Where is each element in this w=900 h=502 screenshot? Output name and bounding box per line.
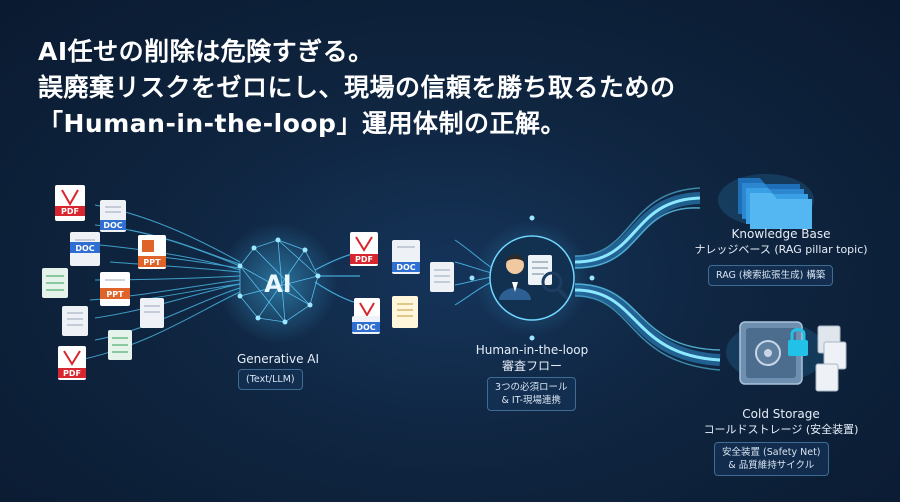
svg-text:PDF: PDF: [355, 255, 373, 264]
svg-text:PDF: PDF: [63, 369, 81, 378]
doc-file-icon: DOC: [100, 200, 126, 232]
pdf-doc-icon: PDF: [350, 232, 378, 266]
review-document-icon: [528, 255, 552, 285]
doc-file-icon: [430, 262, 454, 292]
hitl-roles-chip: 3つの必須ロール & IT-現場連携: [487, 377, 576, 411]
safe-vault-icon: [726, 321, 826, 385]
spreadsheet-icon: [42, 268, 68, 298]
svg-text:PDF: PDF: [61, 207, 79, 216]
ai-network-node: AI: [218, 223, 338, 343]
doc-file-icon: [62, 306, 88, 336]
svg-text:PPT: PPT: [143, 258, 161, 267]
cold-storage-title: Cold Storage: [742, 407, 820, 421]
safety-chip-line-1: 安全装置 (Safety Net): [722, 447, 821, 458]
svg-text:DOC: DOC: [75, 244, 94, 253]
reviewer-person-icon: [499, 254, 531, 300]
ai-label: Generative AI: [225, 352, 331, 366]
archived-docs: [815, 325, 847, 392]
folder-stack-icon: [718, 174, 814, 229]
pdf-doc-icon: PDF: [55, 185, 85, 221]
classified-documents: PDF DOC DOC: [350, 232, 454, 334]
hitl-chip-line-1: 3つの必須ロール: [495, 382, 568, 393]
svg-text:PPT: PPT: [106, 290, 124, 299]
hitl-reviewer-node: [469, 215, 595, 341]
ppt-file-icon: PPT: [100, 272, 130, 306]
doc-file-icon: DOC: [392, 240, 420, 274]
spreadsheet-icon: [108, 330, 132, 360]
ppt-file-icon: PPT: [138, 235, 166, 269]
output-pipes: [574, 187, 721, 371]
svg-text:DOC: DOC: [356, 323, 375, 332]
hitl-label: Human-in-the-loop 審査フロー: [470, 343, 594, 374]
headline: AI任せの削除は危険すぎる。 誤廃棄リスクをゼロにし、現場の信頼を勝ち取るための…: [38, 34, 676, 142]
doc-file-icon: [140, 298, 164, 328]
rag-chip-text: RAG (検索拡張生成) 構築: [716, 270, 826, 281]
headline-line-3: 「Human-in-the-loop」運用体制の正解。: [38, 109, 566, 138]
doc-file-icon: DOC: [352, 316, 380, 334]
svg-text:DOC: DOC: [396, 263, 415, 272]
svg-text:DOC: DOC: [103, 221, 122, 230]
hitl-chip-line-2: & IT-現場連携: [501, 395, 562, 406]
checklist-doc-icon: [392, 296, 418, 328]
knowledge-base-subtitle: ナレッジベース (RAG pillar topic): [694, 243, 868, 256]
headline-line-2: 誤廃棄リスクをゼロにし、現場の信頼を勝ち取るための: [38, 73, 676, 102]
pdf-doc-icon: PDF: [58, 346, 86, 380]
ai-title: Generative AI: [236, 352, 320, 366]
doc-file-icon: DOC: [70, 232, 100, 266]
safety-net-chip: 安全装置 (Safety Net) & 品質維持サイクル: [714, 442, 829, 476]
hitl-title: Human-in-the-loop: [475, 343, 589, 357]
hitl-subtitle: 審査フロー: [501, 359, 562, 373]
ai-subtitle-chip: (Text/LLM): [238, 369, 303, 390]
headline-line-1: AI任せの削除は危険すぎる。: [38, 37, 374, 66]
knowledge-base-title: Knowledge Base: [731, 227, 831, 241]
ai-symbol: AI: [264, 270, 292, 298]
ai-subtitle: (Text/LLM): [246, 374, 295, 385]
rag-chip: RAG (検索拡張生成) 構築: [708, 265, 834, 286]
magnifier-icon: [541, 271, 568, 299]
cold-storage-label: Cold Storage コールドストレージ (安全装置): [683, 407, 879, 437]
safety-chip-line-2: & 品質維持サイクル: [728, 460, 815, 471]
cold-storage-subtitle: コールドストレージ (安全装置): [703, 423, 859, 436]
input-documents: PDF DOC DOC PPT: [42, 185, 166, 380]
knowledge-base-label: Knowledge Base ナレッジベース (RAG pillar topic…: [688, 227, 874, 257]
